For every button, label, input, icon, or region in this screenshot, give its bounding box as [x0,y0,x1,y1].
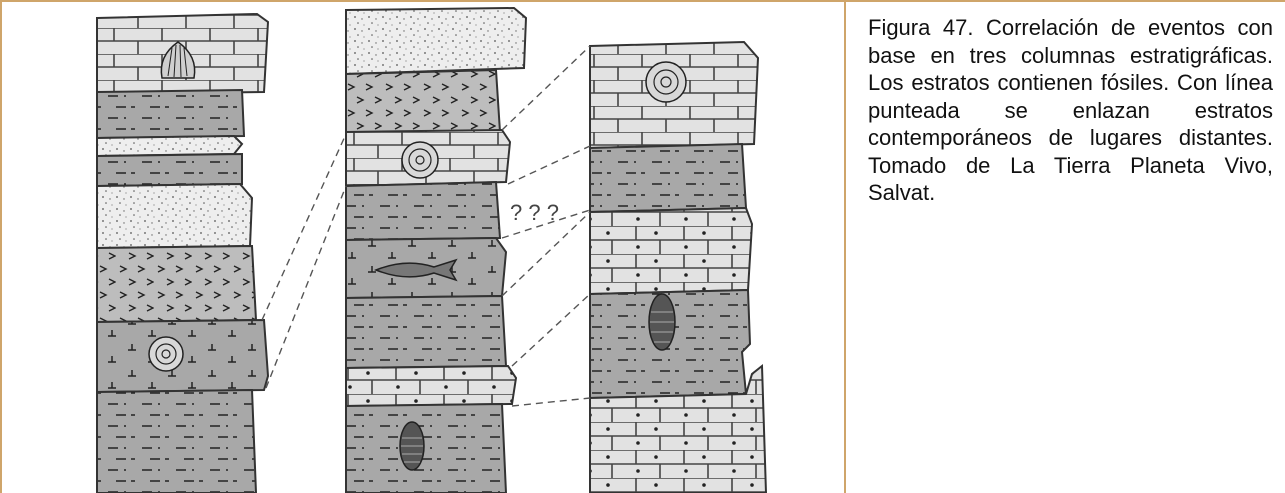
column-1 [97,14,268,493]
stratum-limestone-dotted [590,208,752,294]
column-3 [590,42,766,493]
fossil-ammonite-icon [149,337,183,371]
stratum-sandstone [97,136,242,156]
stratum-shale [346,182,500,240]
correlation-line [262,134,346,320]
stratum-sandstone [97,184,252,248]
uncertain-marks: ? ? ? [510,200,559,225]
correlation-line [508,146,590,184]
correlation-line [512,398,590,406]
fossil-ammonite-icon [402,142,438,178]
correlation-line [512,294,590,366]
figure-caption: Figura 47. Correlación de eventos con ba… [868,14,1273,207]
diagram-cell: ? ? ? [0,2,846,493]
stratum-shale [97,154,242,186]
fossil-ammonite-icon [646,62,686,102]
fossil-trilobite-icon [400,422,424,470]
stratum-limestone-dotted [346,366,516,406]
stratum-shale [97,390,256,493]
column-2 [346,8,526,493]
stratum-shale [590,144,746,212]
stratum-shale [346,296,506,368]
fossil-trilobite-icon [649,294,675,350]
stratum-marl [346,70,500,136]
stratum-shale [97,90,244,138]
stratum-sandstone [346,8,526,74]
stratigraphic-diagram: ? ? ? [2,2,844,493]
stratum-marl [97,246,256,322]
correlation-line [266,186,346,388]
stratum-shale [346,404,506,493]
